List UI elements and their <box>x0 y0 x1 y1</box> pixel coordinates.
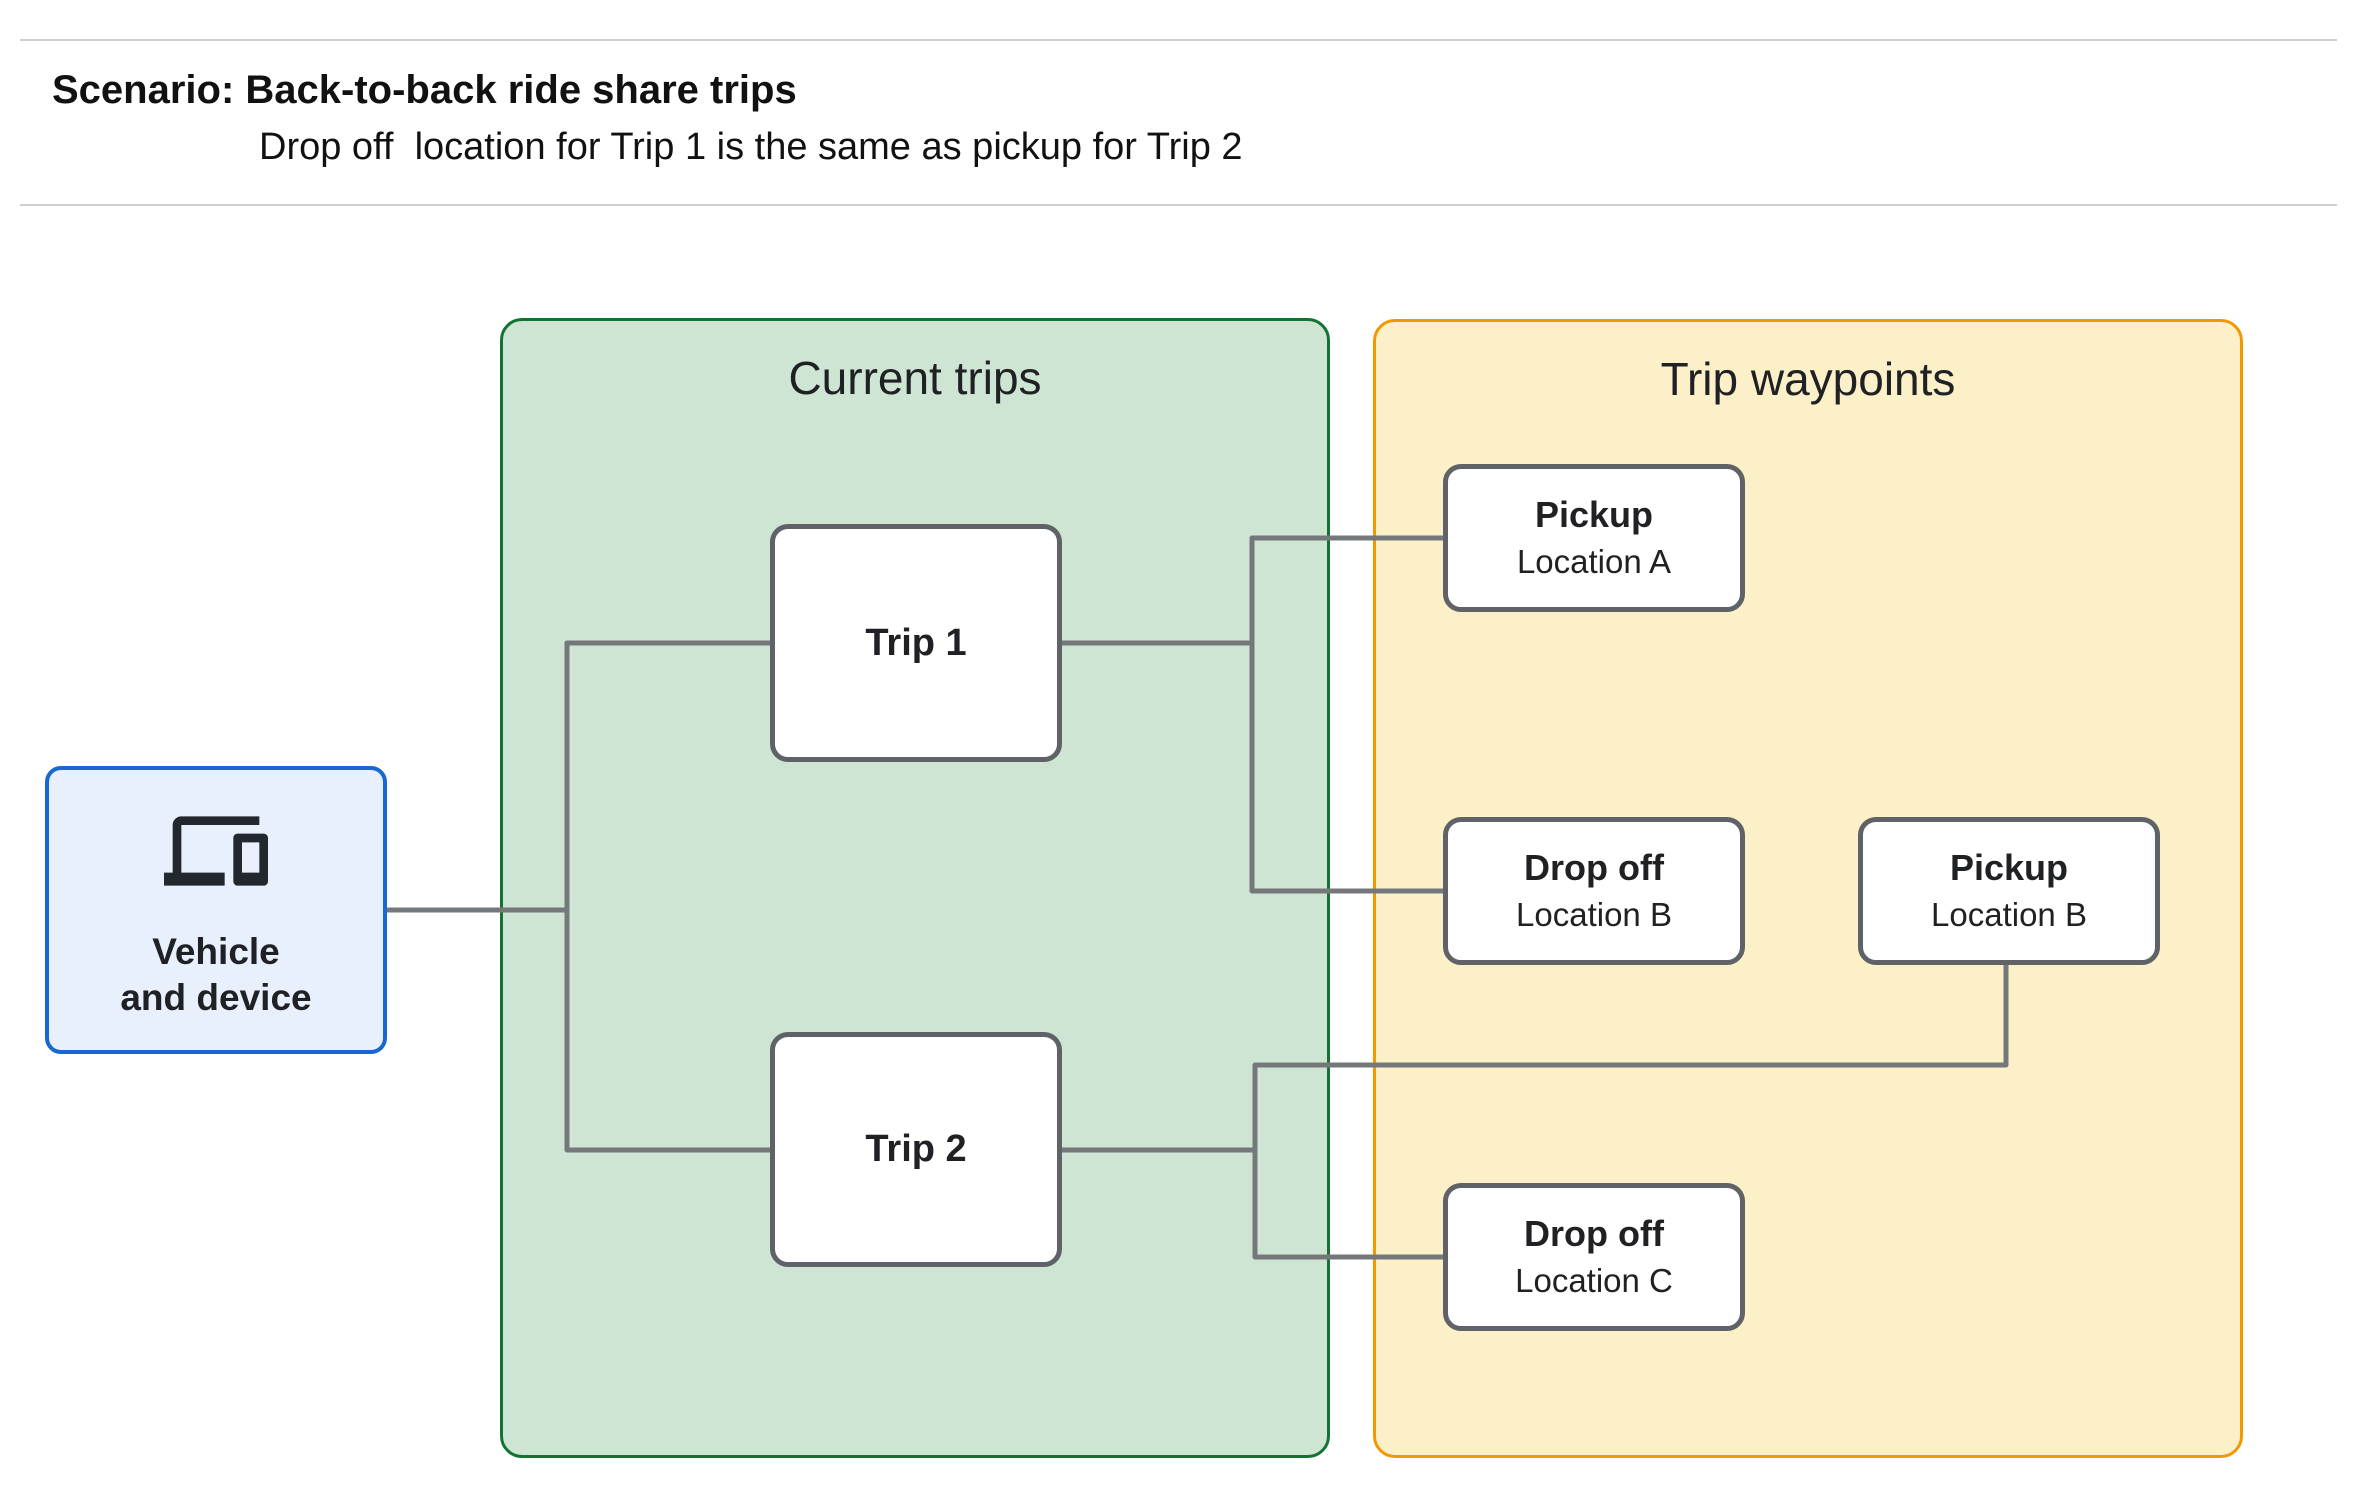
trip-waypoints-label: Trip waypoints <box>1660 353 1956 405</box>
devices-icon <box>164 816 268 886</box>
waypoint-title: Drop off <box>1524 847 1664 888</box>
waypoint-title: Pickup <box>1534 494 1654 535</box>
vehicle-label-line2: and device <box>120 977 312 1018</box>
waypoint-title: Pickup <box>1949 847 2069 888</box>
trip-1-label: Trip 1 <box>865 621 967 664</box>
waypoint-subtitle: Location A <box>1516 543 1672 580</box>
current-trips-label: Current trips <box>788 352 1042 404</box>
trip-1-node: Trip 1 <box>770 524 1062 762</box>
trip-2-node: Trip 2 <box>770 1032 1062 1267</box>
vehicle-node-label: Vehicle and device <box>120 929 311 1021</box>
waypoint-subtitle: Location B <box>1516 896 1672 933</box>
vehicle-label-line1: Vehicle <box>152 931 280 972</box>
trip-2-label: Trip 2 <box>865 1128 967 1170</box>
waypoint-subtitle: Location C <box>1515 1262 1673 1299</box>
current-trips-group: Current trips <box>500 318 1330 1458</box>
vehicle-and-device-node: Vehicle and device <box>45 766 387 1054</box>
waypoint-dropoff-location-c: Drop off Location C <box>1443 1183 1745 1331</box>
header-divider <box>20 204 2337 206</box>
waypoint-title: Drop off <box>1524 1213 1664 1254</box>
waypoint-pickup-location-a: Pickup Location A <box>1443 464 1745 612</box>
scenario-title: Scenario: Back-to-back ride share trips <box>52 68 797 112</box>
top-divider <box>20 39 2337 41</box>
waypoint-subtitle: Location B <box>1931 896 2087 933</box>
scenario-subtitle: Drop off location for Trip 1 is the same… <box>259 126 1243 168</box>
waypoint-pickup-location-b: Pickup Location B <box>1858 817 2160 965</box>
waypoint-dropoff-location-b: Drop off Location B <box>1443 817 1745 965</box>
